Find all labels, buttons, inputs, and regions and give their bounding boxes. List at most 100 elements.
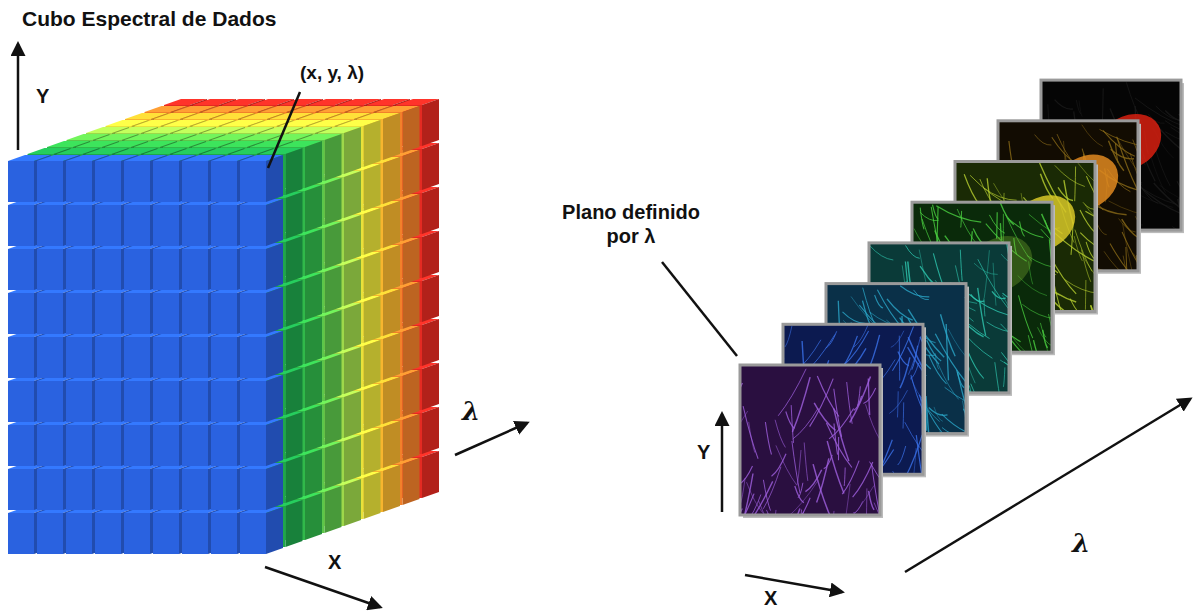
texture-fibre bbox=[964, 174, 980, 205]
texture-fibre bbox=[935, 353, 939, 369]
cell-front bbox=[37, 337, 63, 378]
wavelength-plane bbox=[718, 365, 899, 568]
texture-fibre bbox=[967, 350, 984, 379]
cell-front bbox=[66, 337, 92, 378]
cell-side bbox=[286, 236, 303, 283]
texture-fibre bbox=[984, 250, 989, 298]
cell-side bbox=[305, 185, 322, 232]
texture-fibre bbox=[987, 322, 1009, 332]
cell-front bbox=[153, 381, 179, 422]
cell-side bbox=[422, 187, 439, 234]
cell-side bbox=[403, 194, 420, 241]
texture-fibre bbox=[900, 357, 910, 388]
texture-fibre bbox=[1082, 125, 1103, 147]
cell-front bbox=[8, 293, 34, 334]
texture-fibre bbox=[814, 403, 835, 430]
texture-fibre bbox=[1000, 203, 1014, 225]
cell-front bbox=[153, 469, 179, 510]
cell-front bbox=[240, 469, 266, 510]
texture-fibre bbox=[1008, 218, 1044, 238]
cube-cell bbox=[240, 331, 283, 378]
cell-side bbox=[286, 280, 303, 327]
cell-side bbox=[286, 456, 303, 503]
texture-fibre bbox=[843, 312, 867, 324]
data-cube bbox=[8, 99, 439, 554]
cell-front bbox=[153, 337, 179, 378]
cell-side bbox=[344, 347, 361, 394]
texture-fibre bbox=[1083, 256, 1095, 292]
cell-side bbox=[305, 229, 322, 276]
cell-front bbox=[182, 205, 208, 246]
lambda-axis-arrow bbox=[455, 423, 527, 455]
leader-line bbox=[662, 262, 737, 356]
texture-fibre bbox=[897, 391, 899, 417]
cell-front bbox=[66, 425, 92, 466]
texture-fibre bbox=[1123, 256, 1132, 271]
cell-front bbox=[8, 381, 34, 422]
axis-label: λ bbox=[462, 396, 480, 427]
cell-side bbox=[305, 317, 322, 364]
texture-fibre bbox=[1070, 299, 1082, 312]
texture-fibre bbox=[1052, 137, 1077, 163]
cell-side bbox=[422, 319, 439, 366]
texture-fibre bbox=[920, 208, 924, 230]
texture-fibre bbox=[995, 362, 1002, 393]
cell-front bbox=[240, 513, 266, 554]
texture-fibre bbox=[817, 458, 829, 502]
axis-label: λ bbox=[1072, 528, 1090, 559]
cell-side bbox=[286, 368, 303, 415]
cube-cell bbox=[240, 507, 283, 554]
cell-front bbox=[211, 293, 237, 334]
texture-fibre bbox=[1079, 101, 1082, 117]
texture-fibre bbox=[1110, 243, 1138, 270]
cell-side bbox=[364, 428, 381, 475]
texture-fibre bbox=[948, 329, 966, 362]
cell-side bbox=[364, 340, 381, 387]
cell-front bbox=[66, 469, 92, 510]
cell-front bbox=[182, 293, 208, 334]
texture-fibre bbox=[747, 495, 761, 516]
texture-fibre bbox=[996, 212, 998, 238]
cube-cell bbox=[240, 243, 283, 290]
texture-fibre bbox=[854, 325, 868, 347]
x-axis-arrow bbox=[265, 567, 380, 607]
cell-front bbox=[37, 161, 63, 202]
cell-side bbox=[305, 449, 322, 496]
texture-fibre bbox=[1154, 146, 1170, 186]
cell-front bbox=[240, 293, 266, 334]
texture-fibre bbox=[993, 263, 996, 306]
texture-fibre bbox=[763, 467, 781, 509]
texture-fibre bbox=[934, 407, 943, 421]
texture-fibre bbox=[942, 414, 966, 433]
cell-front bbox=[153, 513, 179, 554]
cell-side bbox=[325, 354, 342, 401]
texture-fibre bbox=[913, 448, 916, 474]
cell-side bbox=[383, 421, 400, 468]
cell-front bbox=[124, 293, 150, 334]
cell-front bbox=[211, 161, 237, 202]
texture-fibre bbox=[765, 422, 771, 455]
texture-fibre bbox=[1123, 223, 1134, 270]
texture-fibre bbox=[927, 340, 942, 361]
cell-side bbox=[422, 99, 439, 146]
cell-front bbox=[37, 381, 63, 422]
texture-fibre bbox=[795, 498, 810, 515]
texture-fibre bbox=[1043, 330, 1048, 348]
diagram-title: Cubo Espectral de Dados bbox=[22, 6, 276, 31]
cell-front bbox=[95, 513, 121, 554]
texture-fibre bbox=[957, 370, 965, 388]
texture-fibre bbox=[841, 486, 874, 516]
cell-front bbox=[153, 293, 179, 334]
coordinate-callout: (x, y, λ) bbox=[300, 62, 364, 85]
texture-fibre bbox=[974, 263, 998, 274]
cell-side bbox=[364, 252, 381, 299]
cell-front bbox=[66, 381, 92, 422]
texture-fibre bbox=[747, 482, 763, 513]
cell-side bbox=[344, 303, 361, 350]
cell-side bbox=[364, 472, 381, 519]
cell-front bbox=[211, 513, 237, 554]
cell-side bbox=[383, 289, 400, 336]
texture-fibre bbox=[850, 377, 871, 423]
texture-fibre bbox=[899, 336, 900, 381]
texture-fibre bbox=[1080, 210, 1095, 236]
